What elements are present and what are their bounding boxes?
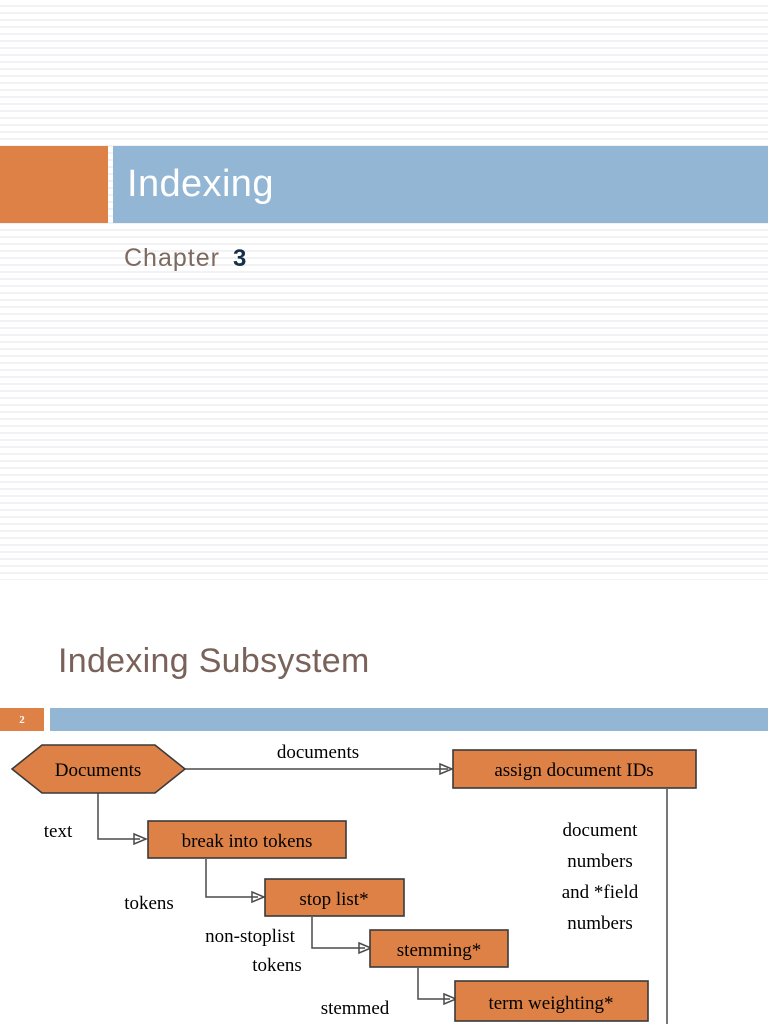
edge-break-to-stop: [205, 859, 258, 898]
title-banner-blue: [113, 146, 768, 223]
edge-label-non-stoplist-tokens: tokens: [252, 955, 302, 976]
node-stop-list-label: stop list*: [299, 889, 368, 910]
edge-stemming-to-weighting: [417, 968, 450, 1000]
subtitle-row: Chapter 3: [124, 244, 246, 280]
edge-label-numbers-2: numbers: [567, 913, 632, 934]
node-term-weighting-label: term weighting*: [488, 993, 613, 1014]
edge-label-stemmed: stemmed: [321, 998, 390, 1019]
content-slide: Indexing Subsystem 2 Doc: [0, 580, 768, 1024]
content-heading: Indexing Subsystem: [58, 642, 370, 680]
edge-arrowhead-stemming: [358, 941, 373, 955]
chapter-number: 3: [232, 245, 247, 272]
heading-rule: [50, 708, 768, 731]
title-slide: Indexing Chapter 3: [0, 0, 768, 580]
page-title: Indexing: [127, 163, 274, 205]
node-assign-document-ids: [452, 749, 697, 789]
page-number-badge: 2: [0, 708, 44, 731]
indexing-subsystem-diagram: Documents assign document IDs break into…: [0, 731, 768, 1024]
node-break-into-tokens: [147, 820, 347, 859]
edge-label-numbers-1: numbers: [567, 851, 632, 872]
chapter-label: Chapter: [124, 244, 220, 272]
node-assign-document-ids-label: assign document IDs: [494, 760, 653, 781]
edge-label-text: text: [44, 821, 73, 842]
node-stop-list: [264, 878, 405, 917]
edge-label-tokens: tokens: [124, 893, 174, 914]
edge-stop-to-stemming: [311, 917, 365, 949]
edge-label-documents: documents: [277, 742, 359, 763]
node-documents-hexagon: [10, 744, 187, 794]
node-documents-label: Documents: [55, 760, 142, 781]
edge-arrowhead-break: [133, 832, 148, 846]
edge-label-document: document: [563, 820, 639, 841]
node-term-weighting: [454, 980, 649, 1022]
title-accent-block-orange: [0, 146, 108, 223]
edge-documents-to-break: [97, 781, 140, 840]
edge-arrowhead-stop: [251, 890, 266, 904]
node-stemming-label: stemming*: [397, 940, 481, 961]
edge-label-and-field: and *field: [562, 882, 639, 903]
node-break-into-tokens-label: break into tokens: [182, 831, 313, 852]
edge-arrowhead-weighting: [443, 992, 458, 1006]
node-stemming: [369, 929, 509, 968]
edge-arrowhead-assign: [439, 762, 454, 776]
edge-label-non-stoplist: non-stoplist: [205, 926, 295, 947]
